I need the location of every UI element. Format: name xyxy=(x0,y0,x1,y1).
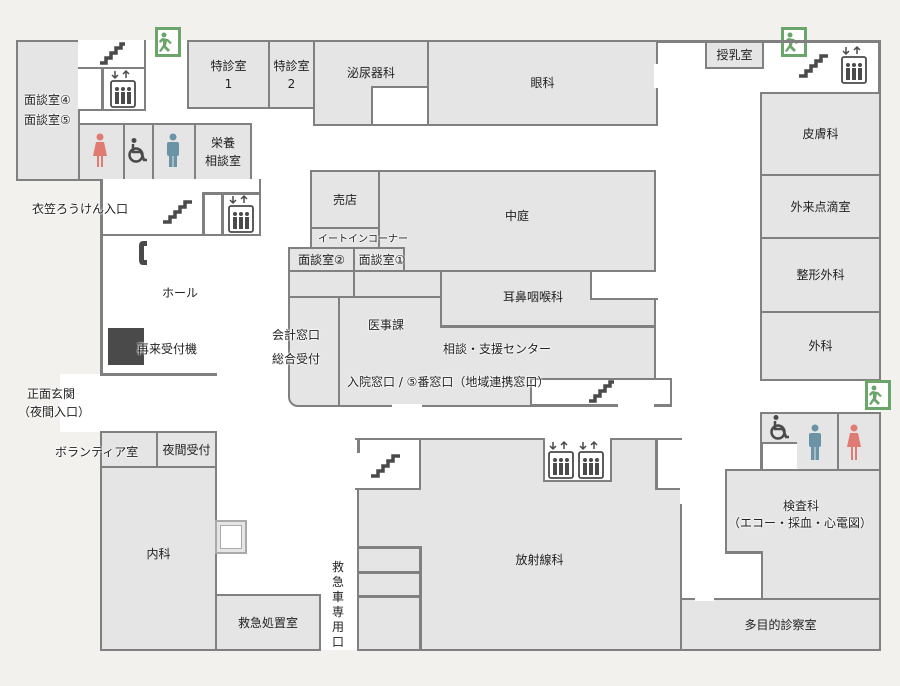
room-label: 眼科 xyxy=(530,76,555,90)
small-box xyxy=(215,520,247,554)
room-emergency-treatment[interactable]: 救急処置室 xyxy=(215,594,321,651)
room-medical-affairs[interactable] xyxy=(338,296,442,327)
room-laboratory[interactable] xyxy=(725,469,881,553)
room-label: 面談室④ xyxy=(24,93,71,107)
room-label: （エコー・採血・心電図） xyxy=(728,516,873,530)
room-label: 放射線科 xyxy=(515,552,564,567)
room-unnamed xyxy=(353,270,442,298)
room-multipurpose[interactable]: 多目的診察室 xyxy=(680,598,881,651)
room-label: 外来点滴室 xyxy=(790,199,851,214)
room-laboratory-lower xyxy=(761,551,881,603)
room-naika[interactable]: 内科 xyxy=(100,466,217,651)
room-iv-drip[interactable]: 外来点滴室 xyxy=(760,174,881,239)
room-label: 泌尿器科 xyxy=(346,66,395,80)
room-label: 中庭 xyxy=(504,209,529,223)
room-nursing[interactable]: 授乳室 xyxy=(705,40,764,69)
emergency-exit-icon xyxy=(155,27,181,57)
room-label: 相談・支援センター xyxy=(443,342,552,356)
elevator-icon xyxy=(110,69,136,108)
room-label: 売店 xyxy=(332,192,357,207)
room-label: 内科 xyxy=(146,546,171,561)
admission-window-label: 入院窓口 / ⑤番窓口（地域連携窓口） xyxy=(347,375,550,389)
room-label: 救急処置室 xyxy=(237,615,298,630)
room-label: 整形外科 xyxy=(796,268,845,282)
elevator-icon xyxy=(548,440,574,479)
room-label: 栄養相談室 xyxy=(204,136,241,168)
elevator-icon xyxy=(841,45,867,84)
wheelchair-icon xyxy=(128,138,147,163)
entrance-area xyxy=(60,374,120,432)
hall-label: ホール xyxy=(162,286,199,300)
urology-notch xyxy=(371,86,427,124)
stairs-icon xyxy=(799,54,828,78)
room-mendan-1[interactable]: 面談室① xyxy=(353,247,405,272)
room-label: 耳鼻咽喉科 xyxy=(502,289,563,304)
room-dermatology[interactable]: 皮膚科 xyxy=(760,92,881,176)
room-label: 検査科 xyxy=(783,499,820,513)
room-shop[interactable]: 売店 xyxy=(310,170,380,229)
phone-icon xyxy=(139,241,147,265)
room-ophthalmology[interactable]: 眼科 xyxy=(427,40,658,126)
room-unnamed xyxy=(288,270,355,298)
room-surgery[interactable]: 外科 xyxy=(760,311,881,381)
elevator-icon xyxy=(228,194,254,233)
room-label: 面談室① xyxy=(358,252,406,267)
main-entrance-sub-label: （夜間入口） xyxy=(18,405,91,419)
room-label: 外科 xyxy=(808,339,833,353)
room-label: 多目的診察室 xyxy=(744,617,817,632)
female-icon xyxy=(93,133,107,167)
room-label: 授乳室 xyxy=(716,47,753,62)
female-icon xyxy=(847,424,861,460)
accounting-label: 会計窓口 xyxy=(272,328,321,342)
elevator-icon xyxy=(578,440,604,479)
room-accounting[interactable] xyxy=(288,296,340,407)
stairs-icon xyxy=(371,454,400,478)
reception-machine[interactable] xyxy=(108,328,144,365)
room-label: 面談室⑤ xyxy=(24,113,71,127)
male-icon xyxy=(167,133,179,167)
room-label: 皮膚科 xyxy=(802,127,839,141)
room-label: 夜間受付 xyxy=(162,442,211,457)
stairs-icon xyxy=(100,42,125,65)
reception-machine-label: 再来受付機 xyxy=(137,342,198,356)
kinugasa-entrance-label: 衣笠ろうけん入口 xyxy=(32,202,129,216)
emergency-exit-icon xyxy=(865,380,891,410)
room-orthopedics[interactable]: 整形外科 xyxy=(760,237,881,313)
room-label: イートインコーナー xyxy=(318,234,408,245)
room-label: 医事課 xyxy=(368,318,405,332)
room-label: ボランティア室 xyxy=(55,445,139,459)
room-courtyard[interactable]: 中庭 xyxy=(378,170,656,272)
stairs-icon xyxy=(589,380,614,403)
ent-notch xyxy=(590,272,658,300)
room-eiyo-sodan[interactable]: 栄養相談室 xyxy=(194,123,252,181)
ambulance-entrance-label: 救急車専用口 xyxy=(332,560,345,649)
room-night-reception[interactable]: 夜間受付 xyxy=(156,431,217,468)
wheelchair-icon xyxy=(770,415,789,440)
main-entrance-label: 正面玄関 xyxy=(27,387,76,401)
stairs-icon xyxy=(163,200,192,224)
general-reception-label: 総合受付 xyxy=(272,352,321,366)
male-icon xyxy=(809,424,821,460)
room-mendan-2[interactable]: 面談室② xyxy=(288,247,355,272)
room-label: 面談室② xyxy=(298,252,345,267)
